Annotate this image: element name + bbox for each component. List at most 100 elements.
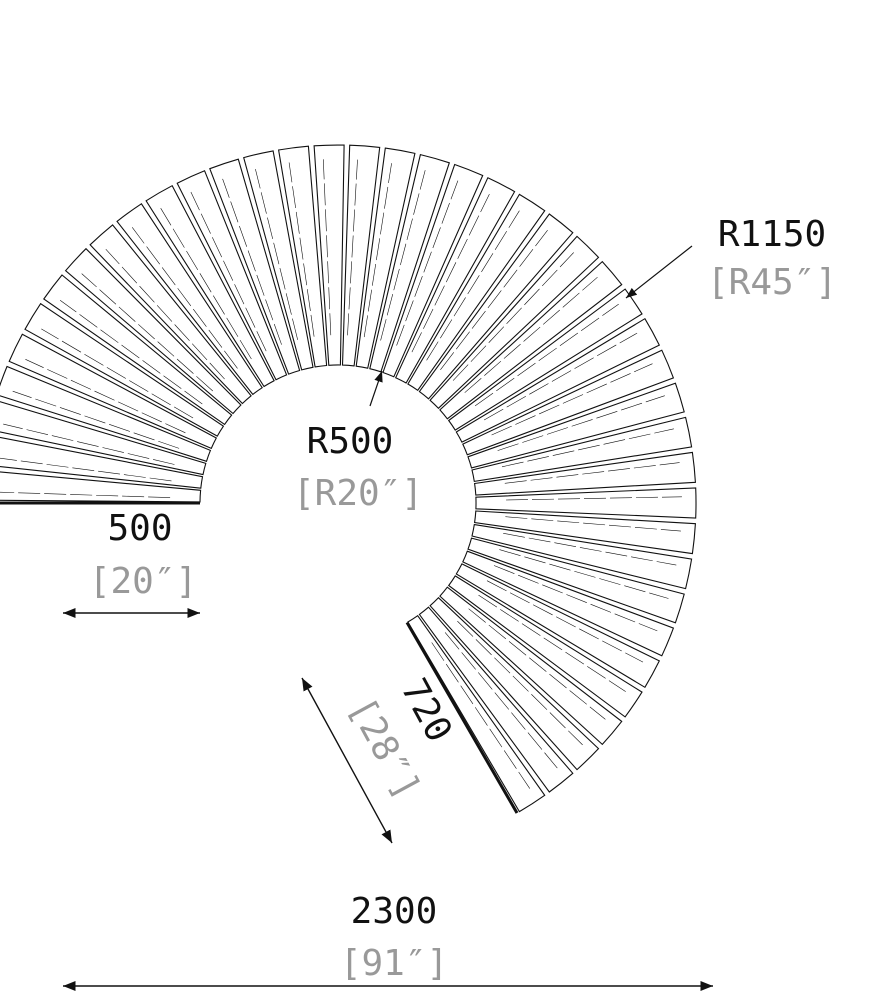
bench-slat bbox=[429, 596, 600, 771]
bench-slat bbox=[369, 153, 450, 373]
bench-slat bbox=[439, 260, 623, 420]
slat-detail-line bbox=[426, 210, 520, 361]
bench-slat bbox=[467, 382, 685, 469]
slat-detail-line bbox=[363, 163, 392, 338]
slat-detail-line bbox=[255, 169, 298, 340]
end-length-metric-label: 720 bbox=[393, 672, 460, 749]
end-length-dimension-line bbox=[301, 677, 393, 844]
slat-detail-line bbox=[497, 395, 665, 451]
outer-radius-imperial-label: [R45″] bbox=[707, 262, 837, 303]
bench-end-edge bbox=[405, 621, 519, 814]
slat-detail-line bbox=[452, 252, 574, 381]
bench-slat bbox=[43, 274, 233, 426]
bench-slat bbox=[0, 471, 202, 503]
outer-radius-leader bbox=[625, 245, 693, 299]
bench-slat bbox=[455, 317, 661, 443]
bench-slat bbox=[475, 487, 697, 519]
slat-detail-line bbox=[380, 170, 426, 341]
bench-slat bbox=[8, 333, 218, 450]
slat-detail-line bbox=[457, 620, 583, 746]
bench-slat bbox=[471, 416, 693, 483]
bench-slat bbox=[0, 401, 207, 476]
bench-slat bbox=[407, 614, 546, 813]
seat-width-imperial-label: [20″] bbox=[89, 561, 197, 602]
bench-slat bbox=[473, 451, 696, 496]
slat-detail-line bbox=[323, 159, 332, 336]
slat-detail-line bbox=[347, 159, 358, 336]
bench-slat bbox=[418, 213, 574, 400]
slat-detail-line bbox=[396, 180, 459, 346]
bench-slat bbox=[407, 193, 546, 392]
slat-detail-line bbox=[493, 565, 658, 632]
slat-detail-line bbox=[499, 549, 669, 599]
slat-detail-line bbox=[160, 208, 252, 360]
bench-slat bbox=[313, 144, 345, 366]
slat-detail-line bbox=[131, 227, 238, 369]
bench-slat bbox=[462, 349, 675, 456]
overall-width-metric-label: 2300 bbox=[351, 891, 438, 932]
slat-detail-line bbox=[41, 328, 194, 419]
bench-slat bbox=[89, 224, 252, 405]
seat-width-metric-label: 500 bbox=[107, 508, 172, 549]
bench-slat bbox=[467, 537, 685, 624]
bench-slat bbox=[64, 247, 242, 415]
outer-radius-metric-label: R1150 bbox=[718, 214, 826, 255]
slat-detail-line bbox=[504, 462, 680, 484]
slat-detail-line bbox=[505, 496, 682, 501]
bench-slat bbox=[439, 586, 623, 746]
slat-detail-line bbox=[483, 332, 638, 421]
bench-slat bbox=[394, 177, 516, 384]
slat-detail-line bbox=[501, 428, 674, 468]
bench-slats bbox=[0, 144, 697, 814]
slat-detail-line bbox=[505, 516, 681, 532]
slat-detail-line bbox=[3, 423, 175, 465]
bench-slat bbox=[209, 158, 301, 375]
slat-detail-line bbox=[105, 248, 225, 380]
bench-slat bbox=[24, 302, 225, 437]
bench-slat bbox=[447, 575, 643, 718]
inner-radius-imperial-label: [R20″] bbox=[293, 473, 423, 514]
slat-detail-line bbox=[440, 230, 548, 370]
bench-slat bbox=[455, 563, 661, 689]
bench-slat bbox=[145, 184, 275, 388]
inner-radius-leader bbox=[369, 370, 383, 407]
slat-detail-line bbox=[444, 632, 558, 769]
slat-detail-line bbox=[431, 642, 531, 789]
bench-slat bbox=[447, 288, 643, 431]
slat-detail-line bbox=[59, 299, 203, 405]
slat-detail-line bbox=[464, 276, 598, 393]
bench-slat bbox=[341, 144, 381, 367]
slat-detail-line bbox=[25, 359, 186, 434]
slat-detail-line bbox=[0, 491, 171, 498]
slat-detail-line bbox=[190, 191, 267, 352]
bench-slat bbox=[116, 203, 263, 396]
slat-detail-line bbox=[468, 608, 606, 720]
bench-slat bbox=[462, 550, 675, 657]
bench-slat bbox=[355, 147, 416, 369]
bench-slat bbox=[277, 145, 328, 368]
slat-detail-line bbox=[288, 162, 315, 337]
bench-slat bbox=[243, 150, 314, 371]
bench-slat bbox=[0, 436, 204, 489]
bench-slat bbox=[429, 235, 600, 410]
slat-detail-line bbox=[474, 303, 619, 407]
slat-detail-line bbox=[81, 273, 214, 392]
bench-slat bbox=[418, 606, 574, 793]
overall-width-imperial-label: [91″] bbox=[340, 943, 448, 984]
slat-detail-line bbox=[503, 533, 677, 566]
slat-detail-line bbox=[411, 193, 490, 353]
slat-detail-line bbox=[486, 580, 644, 663]
bench-slat bbox=[473, 510, 696, 555]
bench-slat bbox=[382, 163, 484, 378]
slat-detail-line bbox=[491, 363, 653, 436]
slat-detail-line bbox=[222, 178, 282, 345]
slat-detail-line bbox=[478, 594, 626, 692]
slat-detail-line bbox=[0, 457, 172, 482]
inner-radius-metric-label: R500 bbox=[307, 421, 394, 462]
bench-slat bbox=[471, 523, 693, 590]
slat-detail-line bbox=[12, 390, 180, 449]
bench-slat bbox=[0, 365, 212, 462]
bench-slat bbox=[176, 170, 288, 381]
